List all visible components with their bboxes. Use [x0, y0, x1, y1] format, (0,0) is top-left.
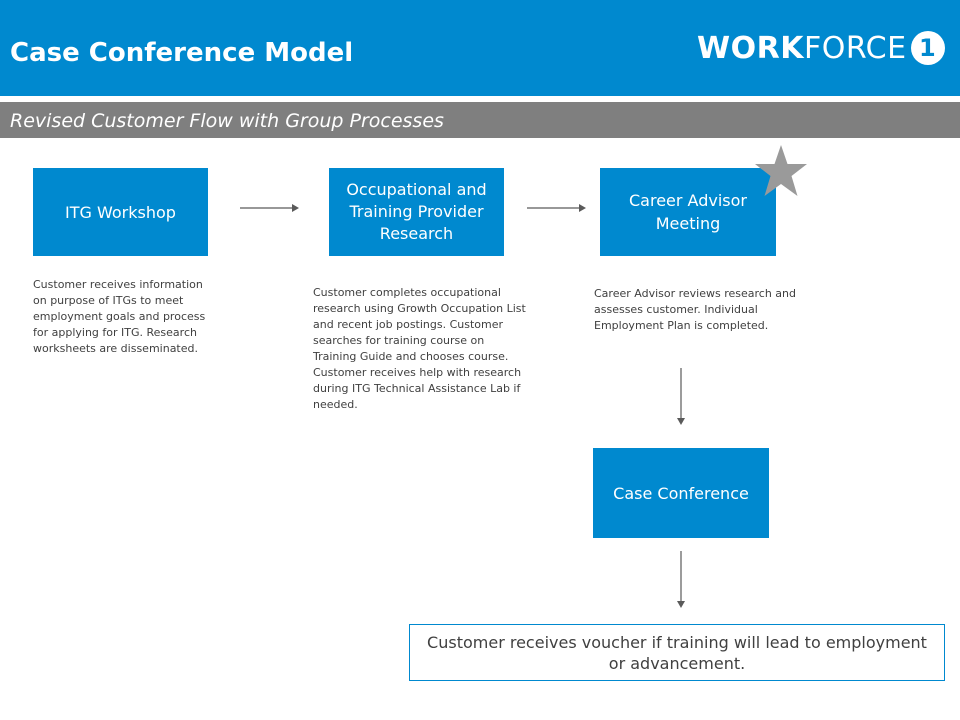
step-itg-workshop-description: Customer receives information on purpose…	[33, 278, 206, 355]
step-label: ITG Workshop	[65, 202, 176, 222]
step-label: Career Advisor Meeting	[629, 191, 747, 233]
subheader-bar	[0, 102, 960, 138]
arrow-right-icon	[527, 204, 586, 212]
arrow-down-icon	[677, 551, 685, 608]
outcome-text: Customer receives voucher if training wi…	[427, 632, 927, 673]
outcome-box: Customer receives voucher if training wi…	[409, 624, 945, 681]
page-title: Case Conference Model	[10, 38, 354, 68]
step-case-conference-box: Case Conference	[593, 448, 769, 538]
arrow-down-icon	[677, 368, 685, 425]
logo-bold-text: WORK	[697, 30, 804, 66]
subheader-text: Revised Customer Flow with Group Process…	[10, 110, 444, 132]
step-research-box: Occupational and Training Provider Resea…	[329, 168, 504, 256]
logo-number-badge: 1	[910, 31, 945, 65]
step-itg-workshop-box: ITG Workshop	[33, 168, 208, 256]
arrow-right-icon	[240, 204, 299, 212]
step-career-advisor-description: Career Advisor reviews research and asse…	[594, 287, 797, 332]
step-career-advisor-box: Career Advisor Meeting	[600, 168, 776, 256]
step-label: Occupational and Training Provider Resea…	[346, 180, 487, 243]
header-bar	[0, 0, 960, 96]
step-research-description: Customer completes occupational research…	[313, 286, 526, 411]
step-label: Case Conference	[613, 483, 749, 503]
star-icon	[755, 145, 807, 196]
logo-regular-text: FORCE	[803, 30, 907, 66]
